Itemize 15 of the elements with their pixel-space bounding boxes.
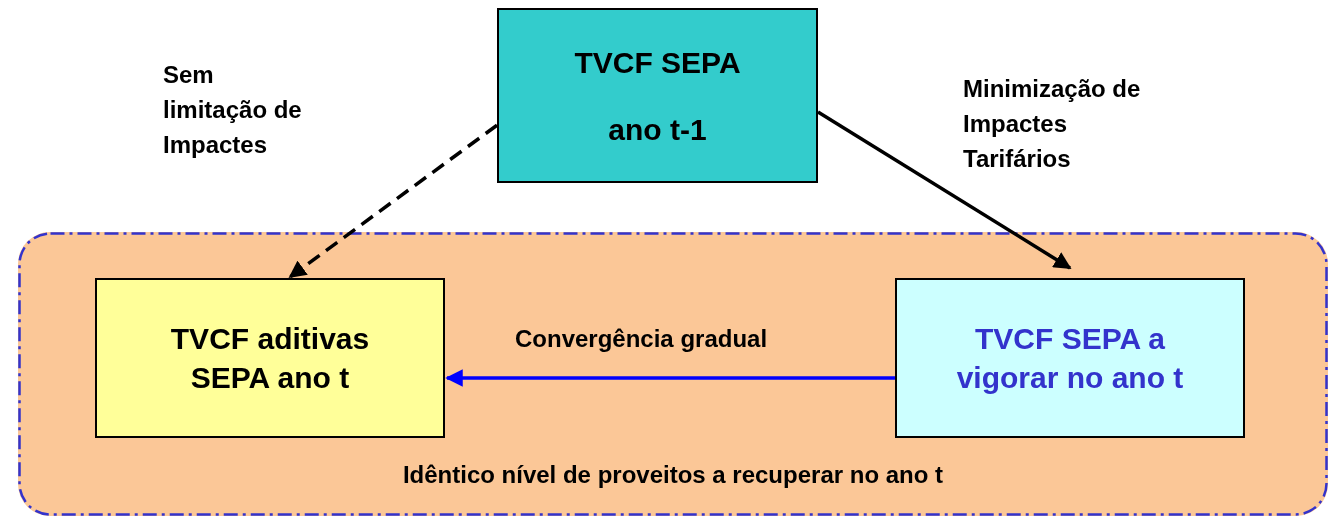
region-panel bbox=[18, 232, 1328, 516]
arrow bbox=[445, 369, 895, 387]
process-box bbox=[497, 8, 818, 183]
edge-label: Convergência gradual bbox=[515, 324, 769, 354]
process-box bbox=[895, 278, 1245, 438]
edge-label: Minimização de Impactes Tarifários bbox=[963, 74, 1142, 174]
arrow bbox=[817, 110, 1072, 270]
box-label: TVCF SEPA a vigorar no ano t bbox=[955, 321, 1185, 396]
box-label: TVCF aditivas SEPA ano t bbox=[169, 321, 371, 396]
process-box bbox=[95, 278, 445, 438]
arrow bbox=[288, 123, 499, 279]
note-text: Idêntico nível de proveitos a recuperar no ano t bbox=[402, 459, 944, 490]
box-label: TVCF SEPA bbox=[574, 44, 741, 81]
edge-label: Sem limitação de Impactes bbox=[163, 60, 303, 160]
box-label: ano t-1 bbox=[608, 111, 707, 148]
